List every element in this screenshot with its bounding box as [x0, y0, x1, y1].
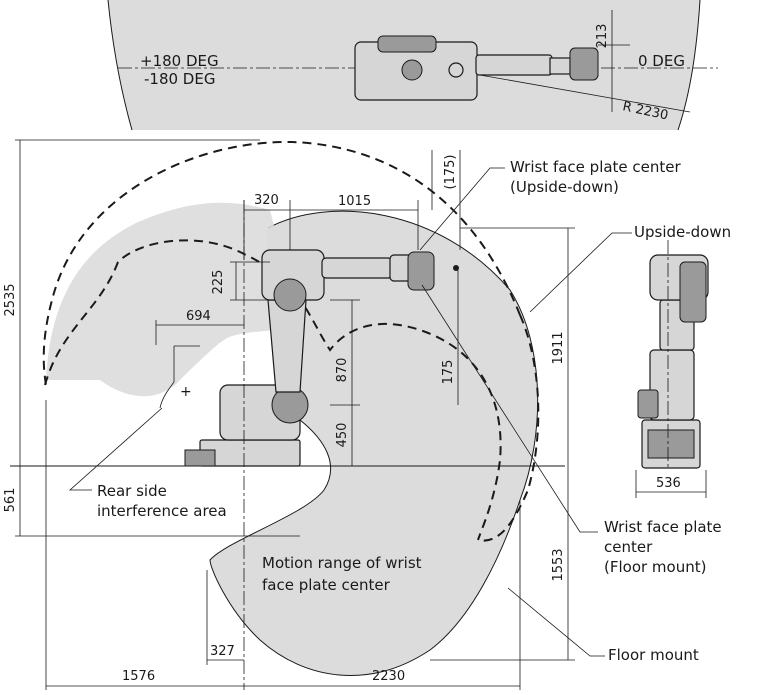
dim-870: 870 [335, 358, 350, 383]
angle-zero-label: 0 DEG [638, 52, 685, 70]
top-view-arc-right [677, 0, 701, 131]
side-view: + [3, 139, 731, 690]
upside-down-inner-envelope [44, 239, 502, 541]
label-floor-mount: Floor mount [608, 646, 699, 664]
dim-327: 327 [210, 644, 235, 659]
leader-lines [68, 167, 632, 657]
rear-area-shade [46, 202, 300, 397]
dim-2230: 2230 [372, 669, 405, 684]
front-view [637, 240, 709, 470]
dim-1553: 1553 [551, 548, 566, 581]
dim-450: 450 [335, 423, 350, 448]
angle-minus-label: -180 DEG [144, 70, 215, 88]
dim-1015: 1015 [338, 194, 371, 209]
label-motion-1: Motion range of wrist [262, 554, 422, 572]
label-rear-1: Rear side [97, 482, 167, 500]
robot-top-view [354, 35, 599, 101]
rear-area-outline [159, 346, 175, 409]
label-wrist-floor-2: center [604, 538, 653, 556]
dim-561: 561 [3, 488, 18, 513]
upside-down-envelope-right [477, 314, 540, 542]
dimension-lines [15, 139, 707, 690]
dim-175: 175 [441, 360, 456, 385]
label-upside-down: Upside-down [634, 223, 731, 241]
dim-694: 694 [186, 309, 211, 324]
dim-320: 320 [254, 193, 279, 208]
label-wrist-upside-2: (Upside-down) [510, 178, 619, 196]
label-motion-2: face plate center [262, 576, 391, 594]
top-view-arc-left [107, 0, 133, 131]
label-wrist-upside-1: Wrist face plate center [510, 158, 682, 176]
label-wrist-floor-1: Wrist face plate [604, 518, 722, 536]
rear-area-cross: + [180, 384, 192, 400]
dim-175-top: (175) [443, 155, 458, 190]
dim-1576: 1576 [122, 669, 155, 684]
dim-536: 536 [656, 476, 681, 491]
dim-225: 225 [211, 270, 226, 295]
robot-side-view [184, 249, 459, 467]
dim-2535: 2535 [3, 283, 18, 316]
top-view: +180 DEG -180 DEG 0 DEG 213 R 2230 [107, 0, 718, 131]
label-rear-2: interference area [97, 502, 227, 520]
dim-1911: 1911 [551, 331, 566, 364]
offset-213-label: 213 [595, 24, 610, 49]
angle-plus-label: +180 DEG [140, 52, 219, 70]
label-wrist-floor-3: (Floor mount) [604, 558, 706, 576]
